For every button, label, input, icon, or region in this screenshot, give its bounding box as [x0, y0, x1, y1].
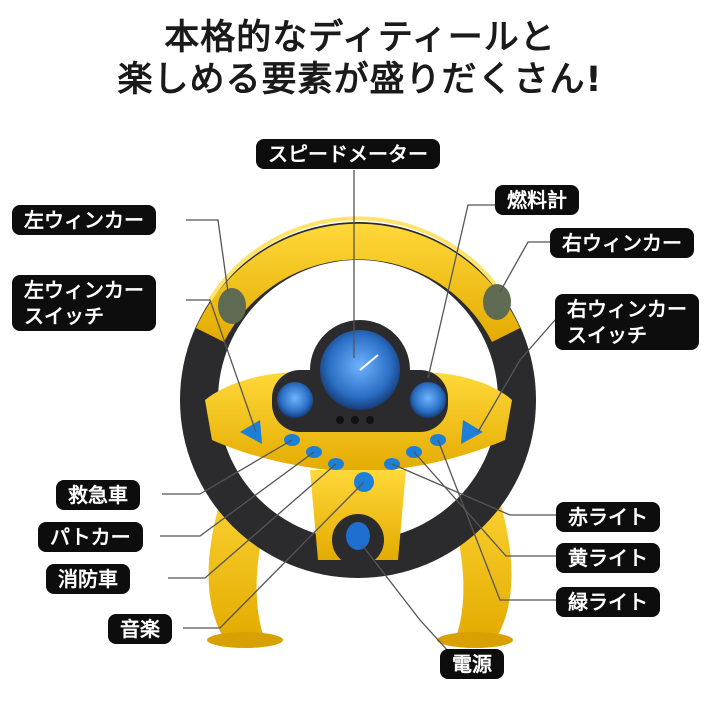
headline-line-1: 本格的なディティールと [164, 18, 556, 58]
label-left-blinker-switch: 左ウィンカー スイッチ [12, 275, 156, 331]
label-yellow-light: 黄ライト [556, 543, 660, 573]
label-ambulance: 救急車 [56, 480, 140, 510]
label-right-blinker-switch-line2: スイッチ [567, 323, 647, 347]
label-speedometer: スピードメーター [256, 139, 440, 169]
label-left-blinker: 左ウィンカー [12, 205, 156, 235]
left-blinker-lamp [218, 288, 246, 324]
label-fuel-gauge: 燃料計 [495, 185, 579, 215]
label-left-blinker-switch-line1: 左ウィンカー [24, 278, 144, 302]
label-patrol-car: パトカー [38, 522, 143, 552]
leader-lines [160, 170, 556, 663]
label-right-blinker-switch-line1: 右ウィンカー [567, 297, 687, 321]
headline-line-2: 楽しめる要素が盛りだくさん! [117, 60, 603, 100]
label-fire-truck: 消防車 [46, 564, 130, 594]
label-red-light: 赤ライト [556, 502, 660, 532]
dashboard-cluster [272, 320, 448, 432]
label-music: 音楽 [108, 614, 172, 644]
label-right-blinker-switch: 右ウィンカー スイッチ [555, 294, 699, 350]
right-blinker-lamp [483, 284, 511, 320]
label-left-blinker-switch-line2: スイッチ [24, 304, 104, 328]
label-right-blinker: 右ウィンカー [550, 228, 694, 258]
label-green-light: 緑ライト [556, 587, 660, 617]
label-power: 電源 [440, 649, 504, 679]
